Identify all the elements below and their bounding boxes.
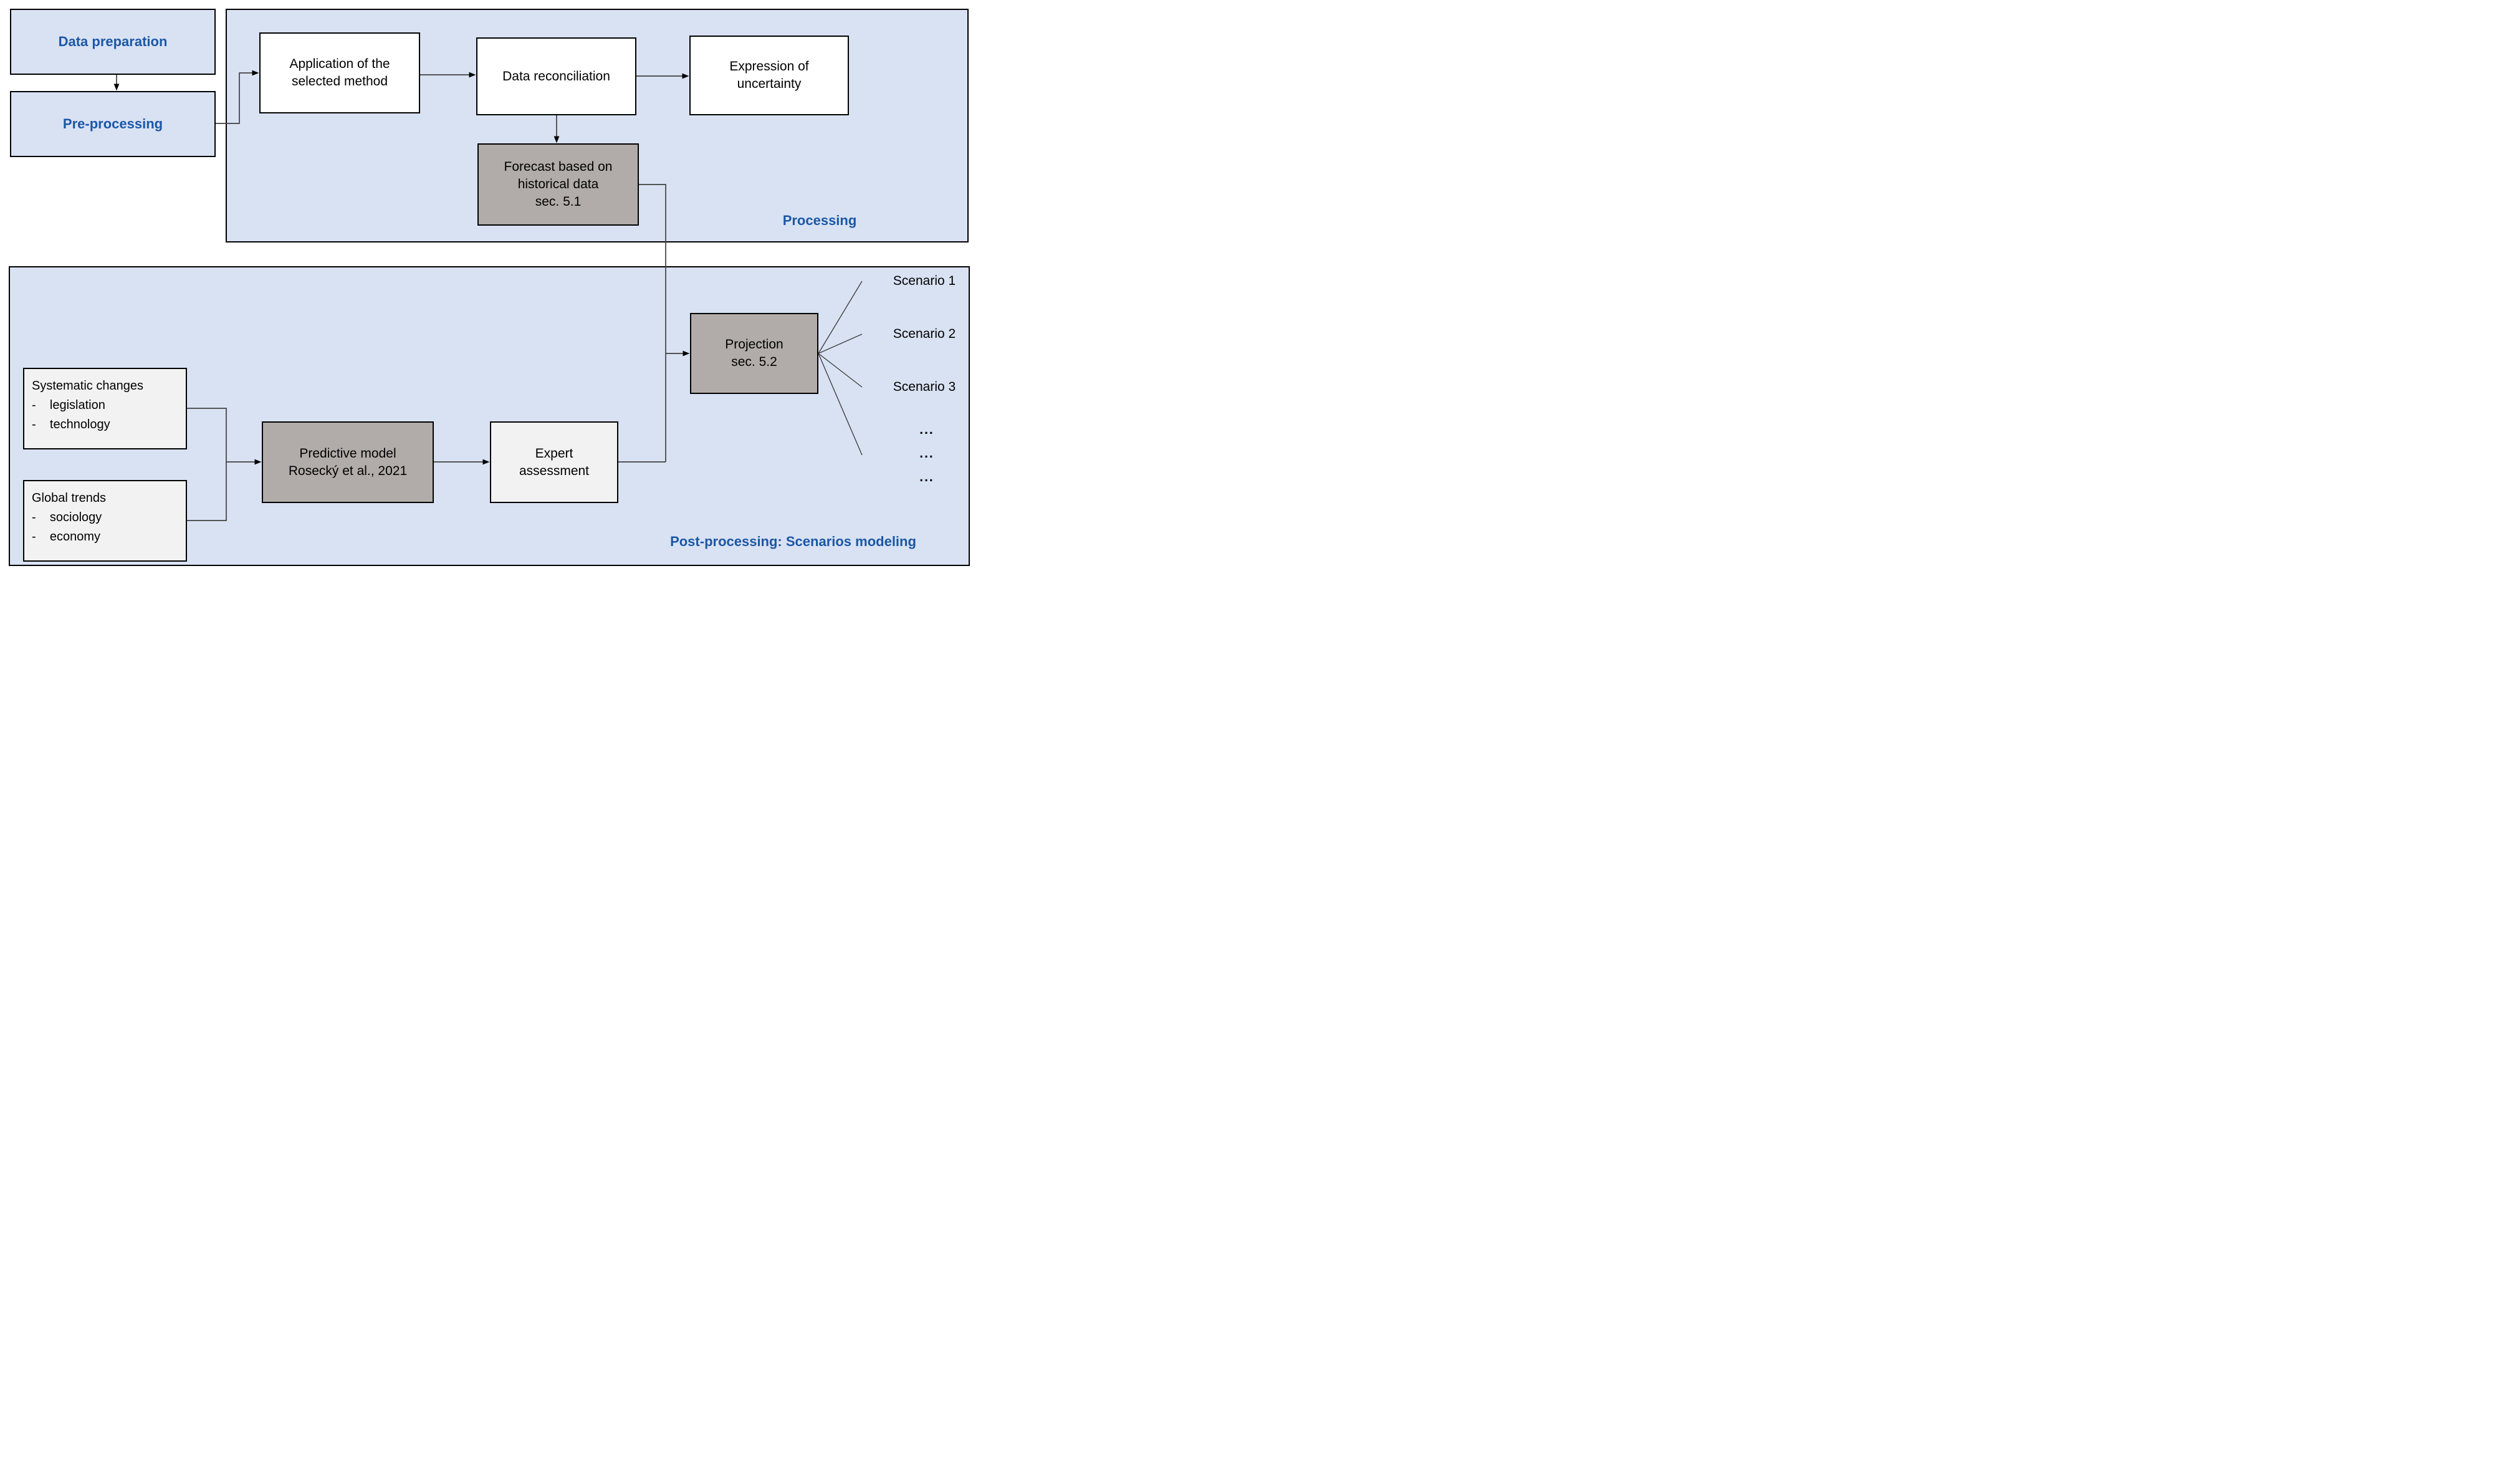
elbow-preprocessing-to-application	[216, 70, 259, 124]
fan-line-scenario-3	[818, 353, 863, 388]
node-systematic-changes: Systematic changes - legislation - techn…	[23, 368, 187, 449]
node-expression-uncertainty: Expression of uncertainty	[689, 36, 849, 115]
fan-line-scenario-1	[818, 281, 863, 354]
scenario-ellipsis-3: ...	[919, 470, 934, 484]
node-forecast: Forecast based on historical data sec. 5…	[477, 143, 639, 226]
elbow-leftboxes-merge	[187, 408, 227, 521]
node-data-preparation: Data preparation	[10, 9, 216, 75]
scenario-3-label: Scenario 3	[893, 380, 956, 394]
processing-zone-label: Processing	[782, 213, 857, 228]
node-projection: Projection sec. 5.2	[690, 313, 818, 394]
node-data-reconciliation: Data reconciliation	[476, 37, 636, 115]
scenario-ellipsis-2: ...	[919, 446, 934, 461]
node-global-trends: Global trends - sociology - economy	[23, 480, 187, 562]
node-predictive-model: Predictive model Rosecký et al., 2021	[262, 421, 434, 503]
node-expert-assessment: Expert assessment	[490, 421, 618, 503]
scenario-ellipsis-1: ...	[919, 423, 934, 437]
node-application-method: Application of the selected method	[259, 32, 420, 113]
scenario-1-label: Scenario 1	[893, 274, 956, 288]
post-processing-zone-label: Post-processing: Scenarios modeling	[670, 534, 916, 549]
connector-lines	[113, 70, 863, 521]
elbow-forecast-down	[639, 184, 666, 462]
fan-line-scenario-more	[818, 353, 863, 456]
node-pre-processing: Pre-processing	[10, 91, 216, 157]
scenario-2-label: Scenario 2	[893, 327, 956, 341]
fan-line-scenario-2	[818, 334, 863, 354]
flow-diagram: Data preparation Pre-processing Applicat…	[0, 0, 977, 575]
